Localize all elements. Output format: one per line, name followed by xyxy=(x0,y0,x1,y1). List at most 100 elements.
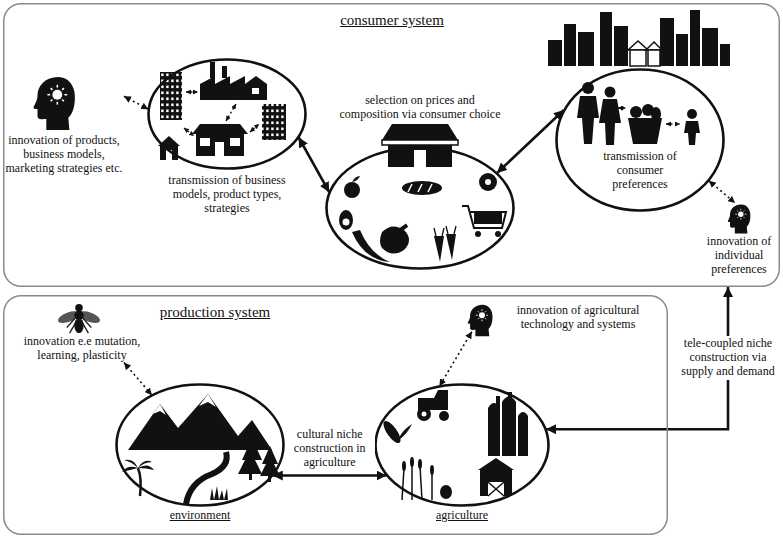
ellipse-outline xyxy=(325,146,515,270)
environment-landscape xyxy=(210,486,228,500)
agriculture-farm xyxy=(496,396,500,408)
city-skyline xyxy=(646,42,662,50)
environment-landscape xyxy=(153,394,216,415)
connector xyxy=(709,181,735,203)
business-dotted-links xyxy=(184,92,259,136)
environment-landscape xyxy=(122,460,154,472)
business-dotted-links xyxy=(186,91,198,92)
agriculture-farm xyxy=(402,461,406,471)
consumers xyxy=(605,87,616,98)
city-skyline xyxy=(648,50,660,66)
shop-and-food xyxy=(339,210,353,230)
edge-label: cultural niche construction in agricultu… xyxy=(285,427,375,470)
business-buildings xyxy=(196,134,244,156)
panel-heading: consumer system xyxy=(340,12,444,29)
shop-and-food xyxy=(382,140,458,145)
shop-and-food xyxy=(434,226,456,236)
agriculture-farm xyxy=(518,412,528,416)
ellipse-outline xyxy=(327,148,514,269)
business-dotted-links xyxy=(226,104,236,121)
agriculture-farm xyxy=(380,390,528,500)
shop-and-food xyxy=(434,236,444,262)
city-skyline xyxy=(600,12,612,66)
business-dotted-links xyxy=(184,128,194,136)
shop-and-food xyxy=(344,182,360,198)
ellipse-node: environment xyxy=(115,383,285,507)
system-panel: transmission of business models, product… xyxy=(3,3,780,287)
ellipse-outline xyxy=(115,383,285,507)
shop-and-food xyxy=(495,231,501,237)
shop-and-food xyxy=(475,231,481,237)
city-skyline xyxy=(578,32,594,66)
connector xyxy=(124,363,152,395)
ellipse-node: agriculture xyxy=(374,383,550,507)
consumers xyxy=(628,118,662,144)
city-skyline xyxy=(690,10,700,66)
ellipse-node: transmission of business models, product… xyxy=(147,58,307,170)
business-buildings xyxy=(252,88,259,94)
shop-and-food xyxy=(428,184,432,192)
ellipse-outline xyxy=(149,60,306,169)
business-buildings xyxy=(200,76,245,100)
city-skyline xyxy=(614,26,628,66)
city-skyline xyxy=(564,24,576,66)
node-text: selection on prices and composition via … xyxy=(335,94,505,122)
consumers xyxy=(684,121,700,145)
business-buildings xyxy=(210,62,215,78)
business-buildings xyxy=(222,66,227,78)
business-buildings xyxy=(245,76,267,100)
environment-landscape xyxy=(249,472,252,480)
consumer-dotted-links xyxy=(618,108,680,124)
ellipse-outline xyxy=(374,383,550,507)
consumers xyxy=(687,109,697,119)
ellipse-outline xyxy=(117,385,284,506)
business-buildings xyxy=(192,124,248,134)
fly-icon xyxy=(56,304,101,333)
city-skyline xyxy=(720,44,730,66)
business-buildings xyxy=(160,72,182,120)
shop-and-food xyxy=(414,150,426,167)
agriculture-farm xyxy=(439,411,449,421)
agriculture-farm xyxy=(480,470,512,496)
shop-and-food xyxy=(408,184,412,192)
connector xyxy=(497,110,564,173)
agriculture-farm xyxy=(488,408,500,456)
shop-and-food xyxy=(352,176,360,182)
city-skyline xyxy=(548,10,730,66)
node-text: environment xyxy=(140,509,260,523)
innovation-node: innovation of individual preferences xyxy=(700,203,778,276)
shop-and-food xyxy=(343,219,350,226)
innovation-node: innovation of products, business models,… xyxy=(4,74,124,175)
business-buildings xyxy=(200,138,210,146)
node-text: transmission of business models, product… xyxy=(152,174,302,215)
agriculture-farm xyxy=(402,468,404,500)
shop-and-food xyxy=(485,179,491,185)
business-dotted-links xyxy=(250,124,259,132)
agriculture-farm xyxy=(410,457,414,467)
agriculture-farm xyxy=(417,407,431,421)
agriculture-farm xyxy=(431,472,433,500)
city-skyline xyxy=(676,34,688,66)
connector xyxy=(273,474,387,477)
edge-label: tele-coupled niche construction via supp… xyxy=(676,336,780,379)
ellipse-outline xyxy=(147,58,307,170)
node-text: innovation of individual preferences xyxy=(700,235,778,276)
agriculture-farm xyxy=(478,458,514,470)
city-skyline xyxy=(660,18,674,66)
shop-and-food xyxy=(462,206,506,228)
connector xyxy=(439,332,471,386)
node-text: innovation e.e mutation, learning, plast… xyxy=(22,335,142,363)
ellipse-outline xyxy=(376,385,549,506)
business-buildings xyxy=(215,142,224,156)
panel-heading: production system xyxy=(160,304,270,321)
city-skyline xyxy=(628,41,648,50)
system-panel: environment agriculture innovation e.e mut… xyxy=(3,295,668,535)
consumers xyxy=(651,107,661,121)
shop-and-food xyxy=(380,226,409,253)
environment-landscape xyxy=(238,438,262,474)
shop-and-food xyxy=(382,124,458,140)
agriculture-farm xyxy=(418,459,422,469)
shop-and-food xyxy=(398,223,408,232)
agriculture-farm xyxy=(422,412,427,417)
shop-and-food xyxy=(474,212,502,224)
